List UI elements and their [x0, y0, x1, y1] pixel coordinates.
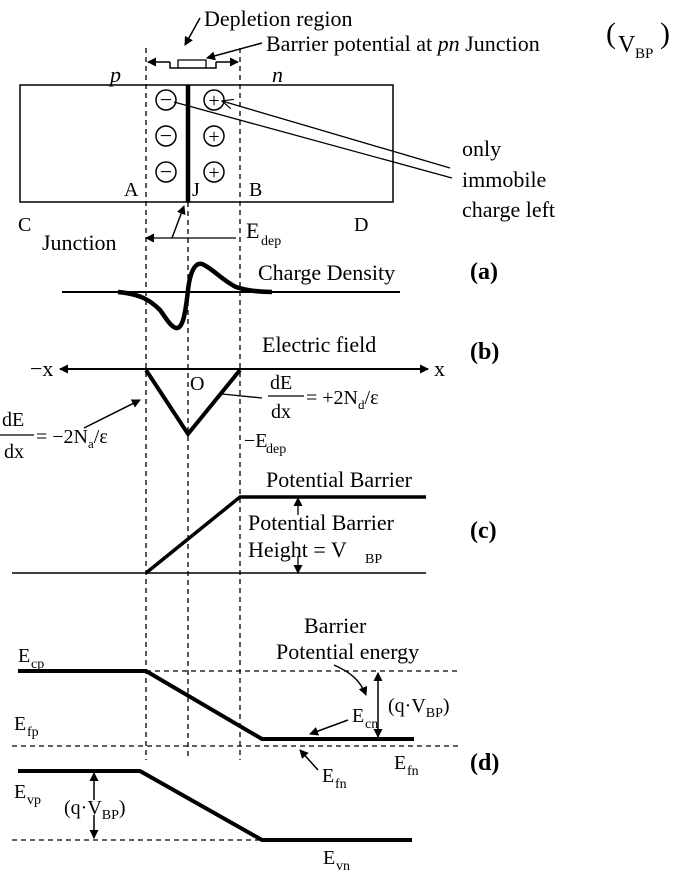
conduction-band-edge [18, 669, 414, 741]
svg-text:Junction: Junction [42, 230, 117, 255]
svg-text:E: E [352, 705, 364, 727]
svg-text:dx: dx [4, 441, 24, 463]
svg-text:fp: fp [27, 725, 39, 740]
svg-text:E: E [322, 765, 334, 787]
ecn-label: E cn [309, 705, 378, 736]
panel-b-tag: (b) [470, 339, 499, 365]
svg-text:BP: BP [365, 552, 382, 567]
left-slope-equation: dE dx = −2Na/ε [0, 399, 141, 463]
qvbp-left-label: (q·VBP) [64, 797, 126, 823]
electric-field-label: Electric field [262, 332, 376, 357]
semiconductor-block [19, 84, 394, 203]
svg-text:Depletion region: Depletion region [204, 6, 352, 31]
svg-text:only: only [462, 136, 501, 161]
point-A-label: A [124, 179, 139, 201]
potential-energy-pointer [333, 664, 368, 696]
svg-text:−: − [160, 159, 172, 184]
immobile-charge-callout: only immobile charge left [173, 101, 555, 222]
svg-text:−E: −E [244, 430, 268, 452]
svg-text:E: E [18, 645, 30, 667]
p-region-label: p [108, 62, 121, 87]
charge-density-curve [117, 261, 273, 331]
svg-text:immobile: immobile [462, 167, 546, 192]
neg-edep-label: −E dep [244, 430, 286, 457]
svg-text:dep: dep [266, 442, 286, 457]
svg-text:charge left: charge left [462, 197, 555, 222]
pos-x-label: x [434, 356, 445, 381]
panel-d-tag: (d) [470, 750, 499, 776]
point-C-label: C [18, 214, 31, 236]
svg-text:vp: vp [27, 793, 41, 808]
potential-energy-label: Potential energy [276, 639, 419, 664]
svg-text:V: V [618, 32, 636, 58]
negative-ion-2 [155, 125, 177, 147]
svg-text:Barrier potential at pn Juncti: Barrier potential at pn Junction [266, 31, 540, 56]
panel-c-tag: (c) [470, 518, 497, 544]
barrier-height-line1: Potential Barrier [248, 510, 395, 535]
svg-text:): ) [660, 17, 670, 50]
panel-a-tag: (a) [470, 259, 498, 285]
positive-ion-3 [203, 161, 225, 183]
svg-text:= −2Na/ε: = −2Na/ε [36, 426, 108, 451]
junction-label: Junction [42, 205, 186, 255]
depletion-region-label: Depletion region [184, 6, 352, 46]
barrier-label: Barrier [304, 613, 367, 638]
barrier-height-line2: Height = V BP [248, 537, 382, 567]
svg-text:dE: dE [2, 409, 24, 431]
svg-text:E: E [14, 781, 26, 803]
negative-ion-3 [155, 161, 177, 183]
svg-text:dep: dep [261, 234, 281, 249]
point-J-label: J [192, 179, 200, 201]
svg-text:E: E [14, 713, 26, 735]
positive-ion-2 [203, 125, 225, 147]
positive-ions: + + + [203, 89, 225, 184]
svg-text:Height = V: Height = V [248, 537, 347, 562]
barrier-potential-title: Barrier potential at pn Junction ( V BP … [206, 17, 670, 62]
charge-density-label: Charge Density [258, 260, 395, 285]
svg-text:(q·VBP): (q·VBP) [388, 695, 450, 721]
svg-text:fn: fn [407, 764, 419, 779]
point-B-label: B [249, 179, 262, 201]
neg-x-label: −x [30, 356, 53, 381]
svg-text:cn: cn [365, 717, 378, 732]
qvbp-right-label: (q·VBP) [388, 695, 450, 721]
svg-text:dx: dx [271, 401, 291, 423]
svg-text:+: + [208, 162, 219, 184]
potential-barrier-label: Potential Barrier [266, 467, 413, 492]
svg-text:(: ( [606, 17, 616, 50]
efn-right-label: E fn [394, 752, 419, 779]
svg-text:vn: vn [336, 859, 350, 874]
svg-text:BP: BP [635, 46, 653, 62]
evp-label: E vp [14, 781, 41, 808]
svg-text:E: E [246, 218, 259, 243]
svg-text:E: E [323, 847, 335, 869]
potential-profile [144, 495, 426, 575]
edep-field-arrow: E dep [145, 218, 281, 249]
svg-text:+: + [208, 126, 219, 148]
svg-text:cp: cp [31, 657, 44, 672]
origin-label: O [190, 373, 204, 395]
svg-text:+: + [208, 90, 219, 112]
ecp-label: E cp [18, 645, 44, 672]
svg-text:(q·VBP): (q·VBP) [64, 797, 126, 823]
evn-label: E vn [323, 847, 350, 874]
depletion-width-arrows [147, 57, 239, 69]
negative-ion-1 [155, 89, 177, 111]
svg-text:fn: fn [335, 777, 347, 792]
negative-ions: − − − [155, 87, 177, 184]
efn-label: E fn [299, 749, 347, 792]
point-D-label: D [354, 214, 368, 236]
svg-text:−: − [160, 87, 172, 112]
right-slope-equation: dE dx = +2Nd/ε [221, 372, 378, 423]
svg-text:E: E [394, 752, 406, 774]
efp-label: E fp [14, 713, 39, 740]
valence-band-edge [18, 769, 412, 842]
svg-text:dE: dE [270, 372, 292, 394]
electric-field-profile [144, 368, 242, 438]
svg-text:= +2Nd/ε: = +2Nd/ε [306, 387, 378, 412]
svg-text:−: − [160, 123, 172, 148]
n-region-label: n [272, 62, 283, 87]
